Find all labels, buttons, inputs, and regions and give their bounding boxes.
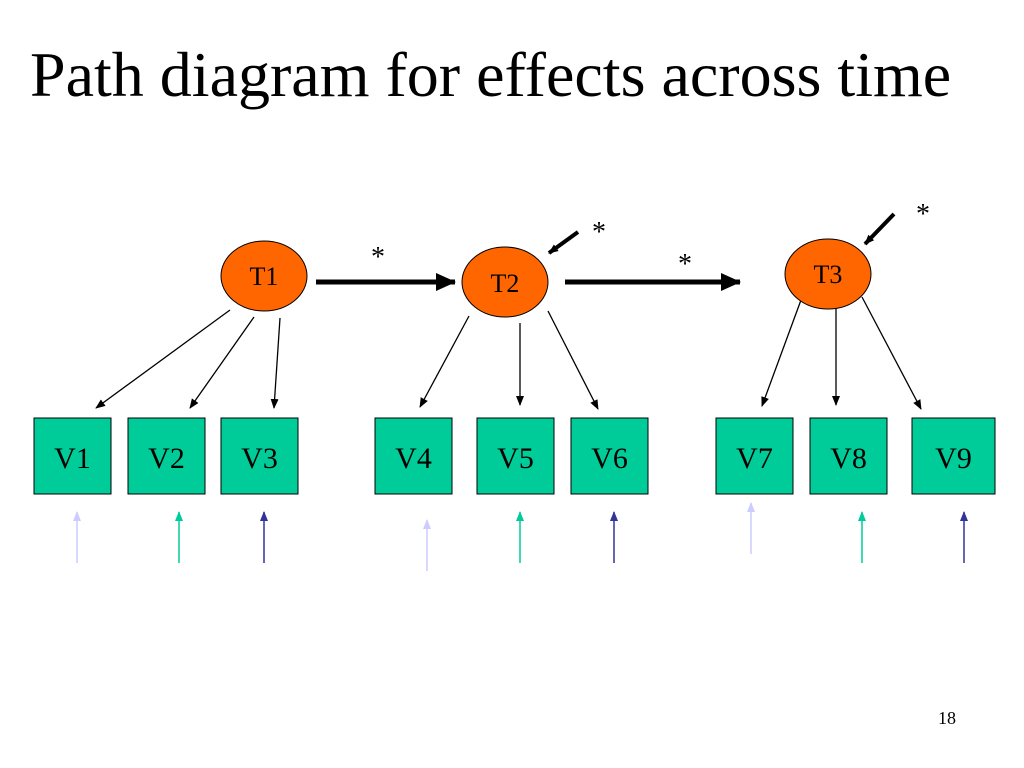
disturbance-arrow-t3 <box>863 212 896 246</box>
observed-label: V5 <box>497 442 534 475</box>
observed-label: V3 <box>241 442 278 475</box>
loading-t2-v6 <box>547 310 599 410</box>
latent-t3: T3 <box>784 238 872 310</box>
observed-v9: V9 <box>911 417 996 495</box>
observed-v6: V6 <box>570 417 649 495</box>
slide-title: Path diagram for effects across time <box>30 39 952 110</box>
path-label-t1-t2: * <box>371 242 385 273</box>
observed-label: V9 <box>935 442 972 475</box>
observed-v4: V4 <box>374 417 453 495</box>
slide-number: 18 <box>938 708 956 728</box>
loading-t3-v7 <box>761 299 802 407</box>
latent-label: T2 <box>491 269 520 298</box>
observed-label: V4 <box>395 442 432 475</box>
latent-label: T1 <box>250 262 279 291</box>
latent-label: T3 <box>814 260 843 289</box>
path-label-t3-disturbance: * <box>916 199 930 230</box>
observed-label: V1 <box>54 442 91 475</box>
observed-v8: V8 <box>809 417 888 495</box>
loading-t1-v3 <box>270 317 281 409</box>
observed-v7: V7 <box>715 417 794 495</box>
observed-label: V7 <box>736 442 773 475</box>
disturbance-arrow-t2 <box>547 230 580 255</box>
observed-label: V6 <box>591 442 628 475</box>
loading-t2-v4 <box>419 315 470 408</box>
loading-t1-v2 <box>189 316 255 409</box>
latent-t1: T1 <box>220 240 308 312</box>
path-label-t2-disturbance: * <box>592 217 606 248</box>
loading-t3-v9 <box>861 296 922 410</box>
observed-label: V2 <box>148 442 185 475</box>
observed-label: V8 <box>830 442 867 475</box>
observed-v3: V3 <box>220 417 299 495</box>
latent-t2: T2 <box>461 246 549 318</box>
loading-t1-v1 <box>95 309 231 409</box>
observed-v2: V2 <box>127 417 206 495</box>
observed-v5: V5 <box>476 417 555 495</box>
observed-v1: V1 <box>33 417 112 495</box>
path-label-t2-t3: * <box>678 249 692 280</box>
